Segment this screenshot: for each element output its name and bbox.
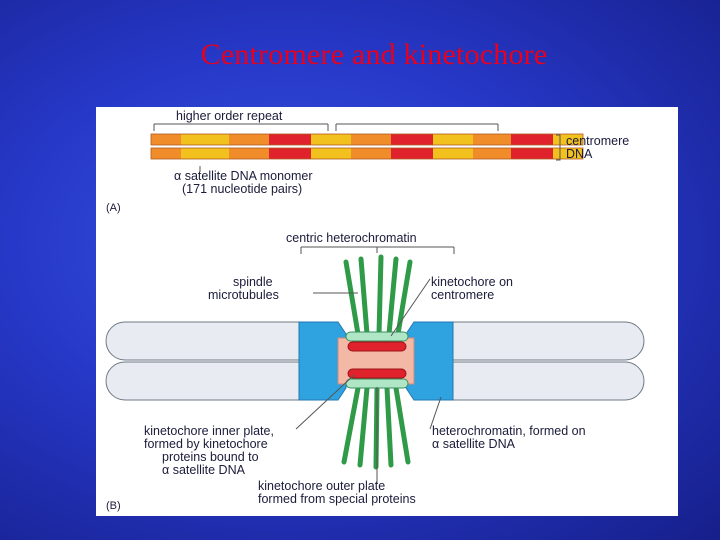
monomer-segment bbox=[391, 148, 433, 159]
monomer-segment bbox=[511, 148, 553, 159]
inner-plate-label-2: formed by kinetochore bbox=[144, 437, 268, 451]
monomer-segment bbox=[511, 134, 553, 145]
heterochromatin-label-2: α satellite DNA bbox=[432, 437, 516, 451]
spindle-label-2: microtubules bbox=[208, 288, 279, 302]
higher-order-repeat-label: higher order repeat bbox=[176, 109, 283, 123]
monomer-segment bbox=[391, 134, 433, 145]
monomer-segment bbox=[269, 134, 311, 145]
outer-plate-top bbox=[345, 331, 409, 342]
monomer-segment bbox=[269, 148, 311, 159]
repeat-bracket-2 bbox=[335, 123, 499, 131]
heterochromatin-label: heterochromatin, formed on bbox=[432, 424, 586, 438]
panel-a: higher order repeat centromere DNA α sat… bbox=[106, 109, 629, 214]
monomer-segment bbox=[351, 134, 391, 145]
centromere-dna-bracket bbox=[556, 134, 561, 161]
inner-plate-label: kinetochore inner plate, bbox=[144, 424, 274, 438]
outer-plate-label: kinetochore outer plate bbox=[258, 479, 385, 493]
inner-plate-pointer bbox=[295, 374, 355, 430]
monomer-segment bbox=[181, 148, 229, 159]
microtubule bbox=[393, 385, 411, 465]
diagram-figure: higher order repeat centromere DNA α sat… bbox=[96, 107, 678, 516]
monomer-segment bbox=[181, 134, 229, 145]
kinetochore-on-label-2: centromere bbox=[431, 288, 494, 302]
monomer-size-label: (171 nucleotide pairs) bbox=[182, 182, 302, 196]
monomer-label: α satellite DNA monomer bbox=[174, 169, 313, 183]
outer-plate-label-2: formed from special proteins bbox=[258, 492, 416, 506]
microtubule bbox=[358, 256, 370, 337]
heterochromatin-bracket bbox=[300, 246, 455, 254]
monomer-segment bbox=[433, 134, 473, 145]
repeat-bracket-1 bbox=[153, 123, 329, 131]
left-heterochromatin bbox=[298, 321, 347, 401]
kinetochore-on-label: kinetochore on bbox=[431, 275, 513, 289]
centromere-dna-label-2: DNA bbox=[566, 147, 593, 161]
monomer-segment bbox=[151, 134, 181, 145]
monomer-segment bbox=[311, 148, 351, 159]
microtubule bbox=[384, 385, 394, 468]
panel-b: centric heterochromatin spindle microtub… bbox=[105, 231, 645, 512]
centromere-dna-strands bbox=[150, 133, 584, 160]
monomer-segment bbox=[433, 148, 473, 159]
right-heterochromatin bbox=[405, 321, 454, 401]
monomer-segment bbox=[311, 134, 351, 145]
monomer-segment bbox=[229, 148, 269, 159]
spindle-label: spindle bbox=[233, 275, 273, 289]
inner-plate-label-4: α satellite DNA bbox=[162, 463, 246, 477]
microtubule bbox=[341, 385, 361, 465]
inner-plate-bottom bbox=[347, 368, 407, 379]
outer-plate-bottom bbox=[345, 378, 409, 389]
centric-heterochromatin-label: centric heterochromatin bbox=[286, 231, 417, 245]
microtubule bbox=[376, 254, 384, 337]
monomer-segment bbox=[351, 148, 391, 159]
monomer-segment bbox=[229, 134, 269, 145]
panel-b-label: (B) bbox=[106, 500, 121, 512]
inner-plate-label-3: proteins bound to bbox=[162, 450, 259, 464]
microtubule bbox=[386, 256, 399, 337]
monomer-segment bbox=[473, 148, 511, 159]
panel-a-label: (A) bbox=[106, 202, 121, 214]
monomer-segment bbox=[553, 148, 583, 159]
microtubule bbox=[343, 259, 361, 337]
dna-strand-outline bbox=[150, 147, 584, 160]
kinetochore-on-pointer bbox=[390, 278, 431, 337]
inner-plate-top bbox=[347, 341, 407, 352]
heterochromatin-pointer bbox=[429, 396, 442, 430]
monomer-segment bbox=[553, 134, 583, 145]
slide-title: Centromere and kinetochore bbox=[200, 38, 548, 71]
dna-strand-outline bbox=[150, 133, 584, 146]
monomer-segment bbox=[473, 134, 511, 145]
microtubule bbox=[357, 385, 370, 468]
centromere-dna-label: centromere bbox=[566, 134, 629, 148]
monomer-segment bbox=[151, 148, 181, 159]
